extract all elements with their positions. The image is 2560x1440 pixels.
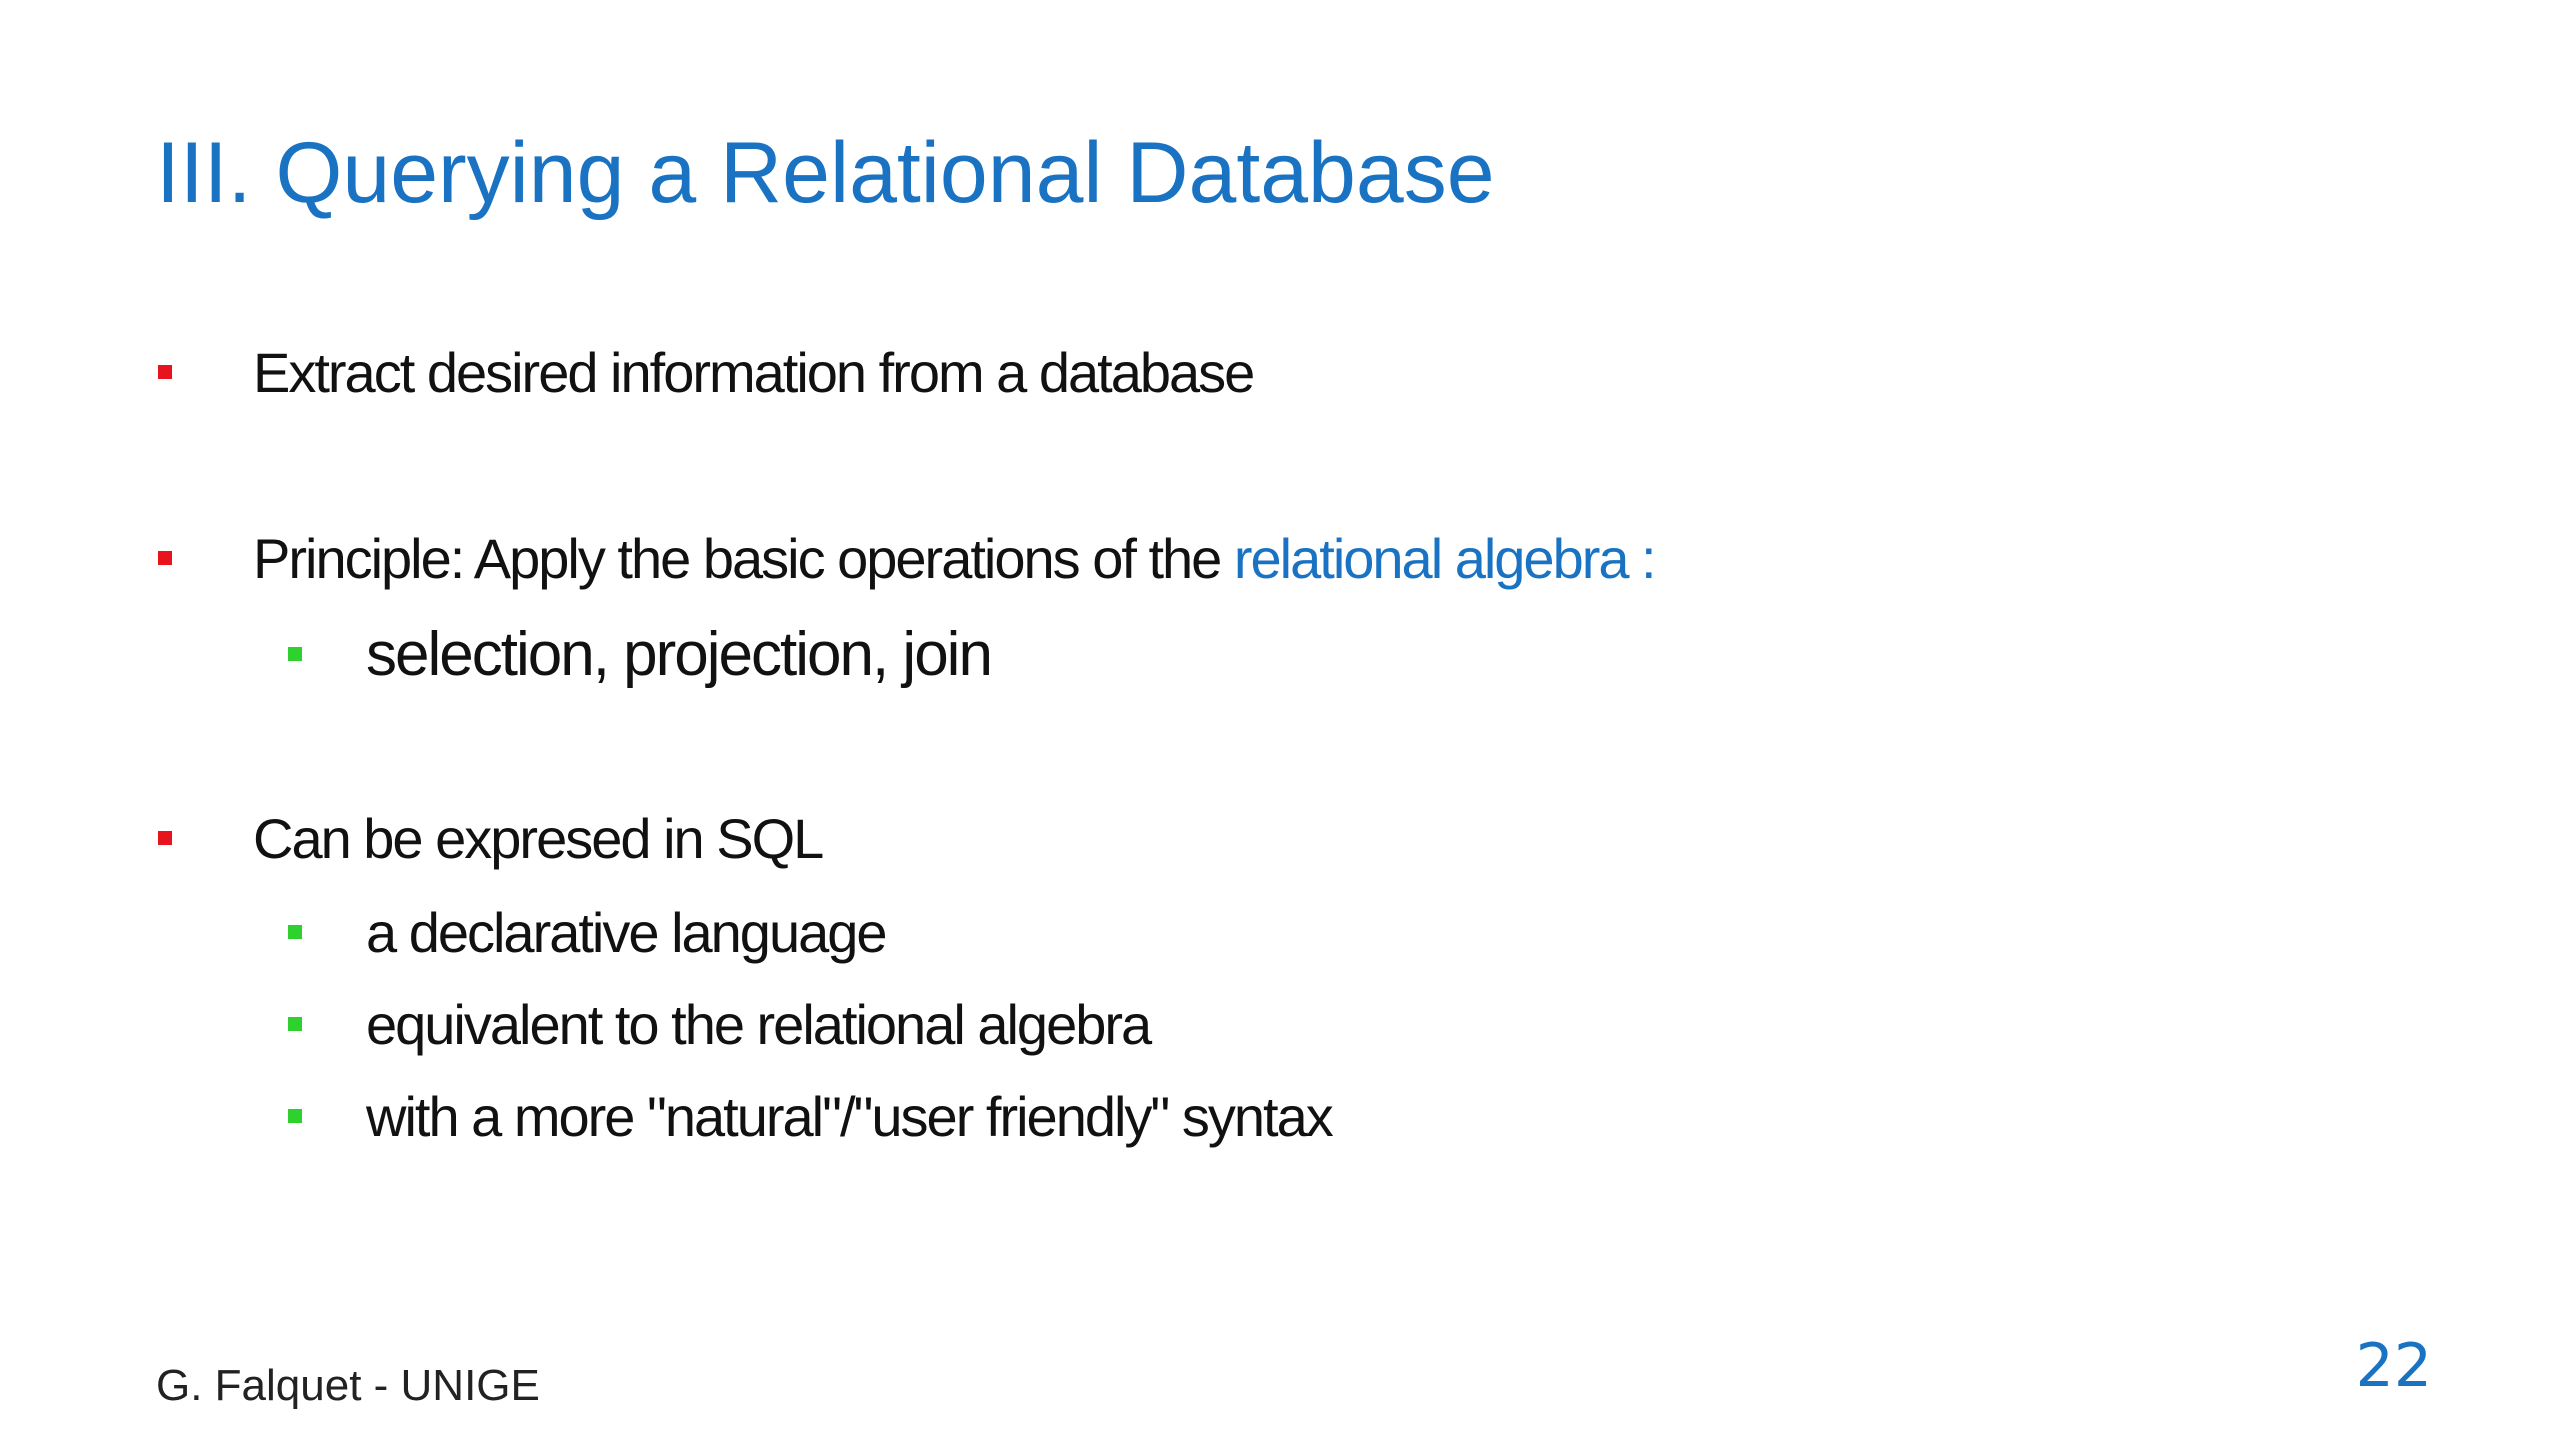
bullet-text: Principle: Apply the basic operations of… — [253, 526, 1657, 591]
bullet-text-highlight: relational algebra : — [1233, 526, 1657, 590]
bullet-item-2: Principle: Apply the basic operations of… — [158, 518, 1657, 598]
bullet-item-3: Can be expresed in SQL — [158, 798, 824, 878]
sub-bullet-item: selection, projection, join — [288, 614, 993, 694]
sub-bullet-item: a declarative language — [288, 892, 888, 972]
square-bullet-icon — [158, 551, 172, 565]
square-bullet-icon — [288, 647, 302, 661]
bullet-text: Can be expresed in SQL — [253, 806, 824, 870]
square-bullet-icon — [288, 1017, 302, 1031]
page-number: 22 — [2355, 1331, 2432, 1401]
slide-title: III. Querying a Relational Database — [156, 125, 1495, 221]
sub-bullet-item: with a more "natural"/"user friendly" sy… — [288, 1076, 1334, 1156]
square-bullet-icon — [288, 1109, 302, 1123]
sub-bullet-text: selection, projection, join — [366, 619, 993, 689]
bullet-text-plain: Principle: Apply the basic operations of… — [253, 526, 1234, 590]
bullet-text: Extract desired information from a datab… — [253, 340, 1255, 404]
square-bullet-icon — [288, 925, 302, 939]
footer-author: G. Falquet - UNIGE — [156, 1361, 540, 1410]
square-bullet-icon — [158, 831, 172, 845]
sub-bullet-text: a declarative language — [366, 900, 888, 964]
sub-bullet-item: equivalent to the relational algebra — [288, 984, 1152, 1064]
sub-bullet-text: with a more "natural"/"user friendly" sy… — [366, 1084, 1334, 1148]
sub-bullet-text: equivalent to the relational algebra — [366, 992, 1152, 1056]
square-bullet-icon — [158, 365, 172, 379]
bullet-item-1: Extract desired information from a datab… — [158, 332, 1255, 412]
